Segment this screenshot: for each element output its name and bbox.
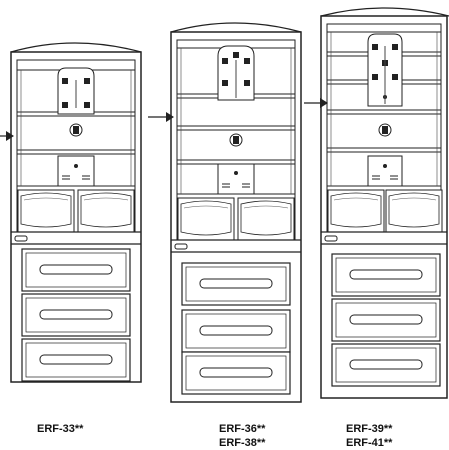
- control-panel: [217, 45, 255, 195]
- model-label-erf-36: ERF-36**: [219, 423, 266, 435]
- fridge-erf-39-41: [304, 7, 449, 399]
- control-panel: [367, 33, 403, 187]
- fridge-erf-36-38: [148, 22, 302, 403]
- control-panel: [57, 67, 95, 187]
- model-label-erf-33: ERF-33**: [37, 423, 84, 435]
- model-label-erf-41: ERF-41**: [346, 437, 393, 449]
- fridge-erf-33: [0, 42, 142, 383]
- model-label-erf-38: ERF-38**: [219, 437, 266, 449]
- model-label-erf-39: ERF-39**: [346, 423, 393, 435]
